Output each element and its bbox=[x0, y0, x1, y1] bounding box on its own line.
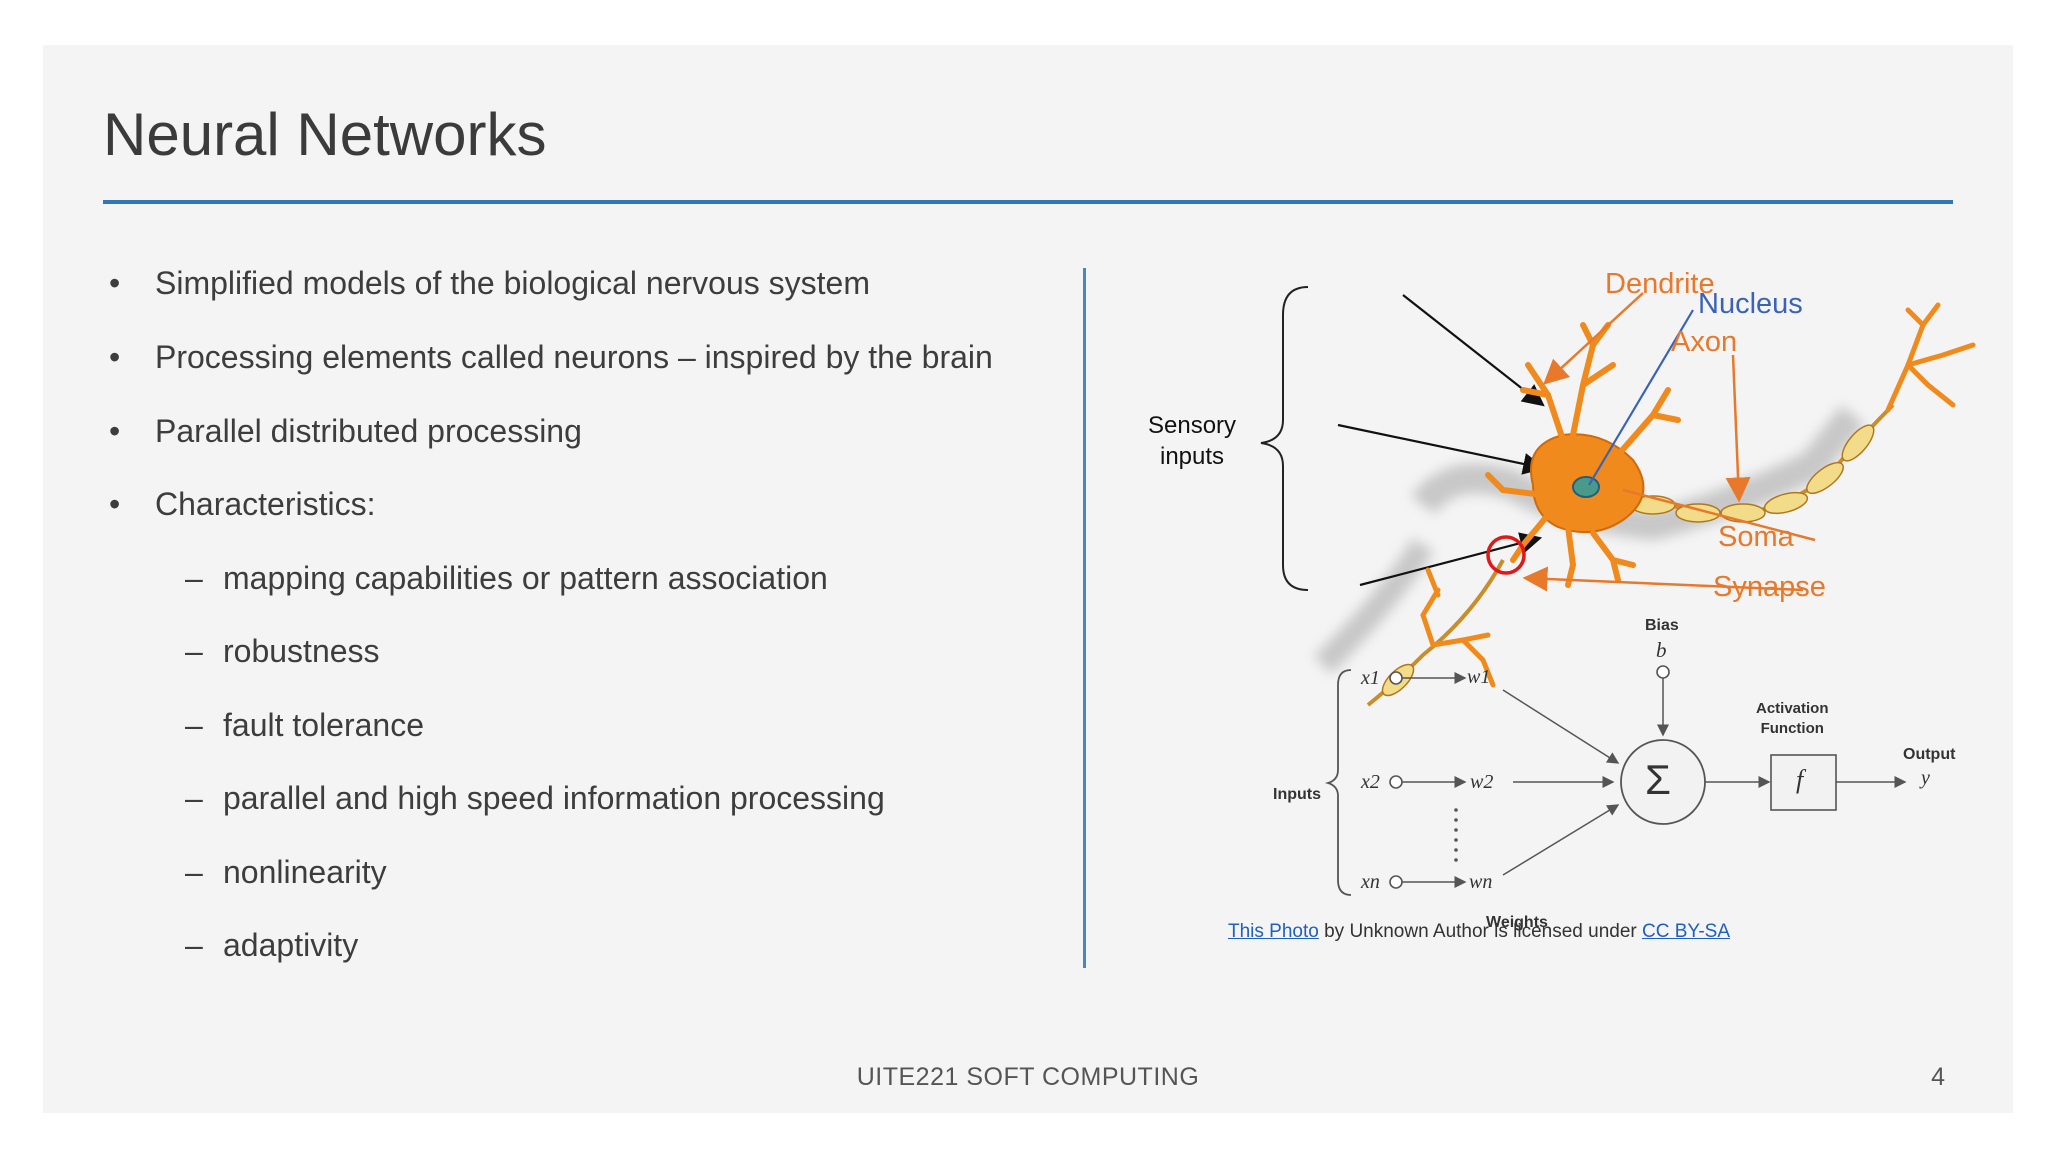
weights-label: Weights bbox=[1486, 914, 1548, 931]
slide-title: Neural Networks bbox=[103, 101, 547, 168]
bullet-item: • Parallel distributed processing bbox=[109, 413, 582, 449]
sub-bullet-item: –mapping capabilities or pattern associa… bbox=[185, 560, 828, 596]
sub-bullet-marker: – bbox=[185, 927, 203, 963]
axon-terminal bbox=[1885, 302, 1976, 413]
axon-pointer bbox=[1725, 354, 1751, 503]
bias-symbol: b bbox=[1656, 638, 1667, 662]
inputs-label: Inputs bbox=[1273, 786, 1321, 803]
dendrite-label: Dendrite bbox=[1605, 268, 1715, 300]
sub-bullet-item: –adaptivity bbox=[185, 927, 359, 963]
x2-label: x2 bbox=[1361, 771, 1380, 793]
soma-pointer bbox=[1622, 488, 1816, 542]
slide: Neural Networks • Simplified models of th… bbox=[43, 45, 2013, 1113]
nucleus-pointer bbox=[1588, 309, 1694, 486]
photo-link[interactable]: This Photo bbox=[1228, 921, 1319, 942]
sensory-arrow bbox=[1337, 423, 1546, 475]
sub-bullet-text: fault tolerance bbox=[223, 707, 425, 743]
bias-label: Bias bbox=[1645, 617, 1679, 634]
synapse-circle bbox=[1486, 535, 1526, 575]
neuron-illustration bbox=[1260, 286, 1976, 896]
sensory-arrow bbox=[1402, 294, 1545, 407]
sub-bullet-item: –parallel and high speed information pro… bbox=[185, 780, 885, 816]
bullet-text: Parallel distributed processing bbox=[155, 413, 582, 449]
bullet-text: Processing elements called neurons – ins… bbox=[155, 339, 993, 375]
sub-bullet-marker: – bbox=[185, 560, 203, 596]
weight-link bbox=[1502, 804, 1620, 876]
axon-segments bbox=[1630, 403, 1895, 523]
sub-bullet-item: –robustness bbox=[185, 633, 380, 669]
bullet-marker: • bbox=[109, 339, 121, 375]
sub-bullet-text: robustness bbox=[223, 633, 380, 669]
w2-label: w2 bbox=[1470, 771, 1494, 793]
bullet-text: Characteristics: bbox=[155, 486, 376, 522]
perceptron-diagram bbox=[1324, 665, 1907, 896]
ellipsis-dots bbox=[1454, 808, 1458, 862]
sub-bullet-marker: – bbox=[185, 707, 203, 743]
bullet-marker: • bbox=[109, 265, 121, 301]
sensory-inputs-label: Sensory inputs bbox=[1148, 412, 1237, 470]
sensory-arrow bbox=[1359, 532, 1543, 587]
sub-bullet-marker: – bbox=[185, 780, 203, 816]
sub-bullet-text: parallel and high speed information proc… bbox=[223, 780, 885, 816]
bullet-item: • Simplified models of the biological ner… bbox=[109, 265, 870, 301]
weight-link bbox=[1502, 689, 1620, 764]
activation-function-label: Activation Function bbox=[1756, 700, 1829, 737]
title-underline bbox=[103, 200, 1953, 204]
wn-label: wn bbox=[1469, 871, 1493, 893]
bullet-item: • Processing elements called neurons – in… bbox=[109, 339, 993, 375]
y-symbol: y bbox=[1921, 767, 1930, 789]
sub-bullet-text: nonlinearity bbox=[223, 854, 387, 890]
dendrite-pointer bbox=[1543, 292, 1644, 385]
bullet-item: • Characteristics: bbox=[109, 486, 376, 522]
xn-label: xn bbox=[1361, 871, 1380, 893]
synapse-label: Synapse bbox=[1713, 571, 1826, 603]
bias-node bbox=[1656, 665, 1670, 679]
bullet-marker: • bbox=[109, 413, 121, 449]
output-label: Output bbox=[1903, 746, 1956, 763]
input-node bbox=[1389, 875, 1403, 889]
soma-label: Soma bbox=[1718, 521, 1794, 553]
sensory-brace bbox=[1260, 286, 1309, 591]
w1-label: w1 bbox=[1467, 666, 1491, 688]
x1-label: x1 bbox=[1361, 667, 1380, 689]
soma-shape bbox=[1530, 433, 1645, 534]
sub-bullet-text: adaptivity bbox=[223, 927, 359, 963]
input-node bbox=[1389, 775, 1403, 789]
sub-bullet-text: mapping capabilities or pattern associat… bbox=[223, 560, 828, 596]
license-link[interactable]: CC BY-SA bbox=[1642, 921, 1731, 942]
sub-bullet-item: –nonlinearity bbox=[185, 854, 387, 890]
synapse-pointer bbox=[1522, 566, 1804, 592]
page-number: 4 bbox=[1931, 1063, 1945, 1091]
neuron-figure: Sensory inputs Dendrite Nucleus Axon Som… bbox=[1093, 215, 2013, 931]
sub-bullet-marker: – bbox=[185, 854, 203, 890]
sub-bullet-marker: – bbox=[185, 633, 203, 669]
column-divider bbox=[1083, 268, 1086, 968]
axon-label: Axon bbox=[1671, 326, 1738, 358]
inputs-brace bbox=[1324, 669, 1352, 896]
sum-symbol: Σ bbox=[1645, 756, 1671, 803]
bullet-text: Simplified models of the biological nerv… bbox=[155, 265, 870, 301]
image-credit: This Photo by Unknown Author is licensed… bbox=[1228, 921, 1730, 943]
nucleus-label: Nucleus bbox=[1698, 288, 1803, 320]
bullet-marker: • bbox=[109, 486, 121, 522]
activation-box bbox=[1770, 754, 1837, 811]
input-node bbox=[1389, 671, 1403, 685]
credit-text: by Unknown Author is licensed under bbox=[1318, 921, 1643, 942]
f-symbol: f bbox=[1796, 765, 1804, 794]
sub-bullet-item: –fault tolerance bbox=[185, 707, 425, 743]
slide-footer: UITE221 SOFT COMPUTING bbox=[856, 1063, 1200, 1091]
